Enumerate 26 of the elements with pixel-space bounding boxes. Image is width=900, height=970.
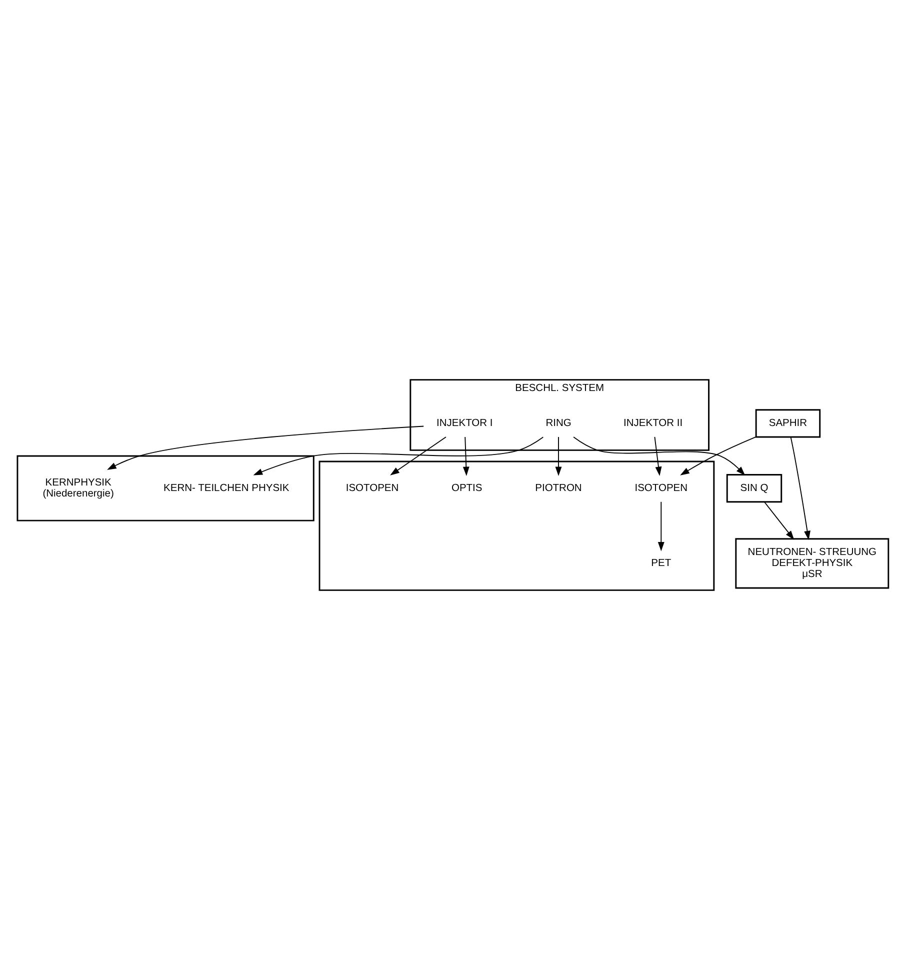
arrow xyxy=(107,426,424,470)
node-box: NEUTRONEN- STREUUNG DEFEKT-PHYSIK μSR xyxy=(735,538,890,589)
arrow xyxy=(462,436,470,476)
cluster xyxy=(16,455,314,522)
arrow xyxy=(654,436,662,476)
node-text: ISOTOPEN xyxy=(634,483,688,494)
node-text: KERNPHYSIK (Niederenergie) xyxy=(42,478,114,500)
arrow xyxy=(680,436,756,476)
arrow xyxy=(253,436,544,476)
arrow xyxy=(658,501,664,552)
node-box: SIN Q xyxy=(726,474,782,503)
node-box: SAPHIR xyxy=(755,409,821,438)
node-text: RING xyxy=(546,418,572,430)
arrow xyxy=(573,436,746,476)
node-text: KERN- TEILCHEN PHYSIK xyxy=(164,483,290,494)
node-text: INJEKTOR II xyxy=(624,418,683,430)
node-text: PET xyxy=(651,558,672,570)
arrow xyxy=(390,436,446,476)
arrow xyxy=(555,436,562,476)
node-text: INJEKTOR I xyxy=(436,418,493,430)
cluster xyxy=(318,460,715,591)
node-text: ISOTOPEN xyxy=(346,483,399,494)
arrow xyxy=(764,501,794,540)
arrow xyxy=(790,436,810,540)
node-text: PIOTRON xyxy=(535,483,582,494)
node-text: OPTIS xyxy=(451,483,482,494)
